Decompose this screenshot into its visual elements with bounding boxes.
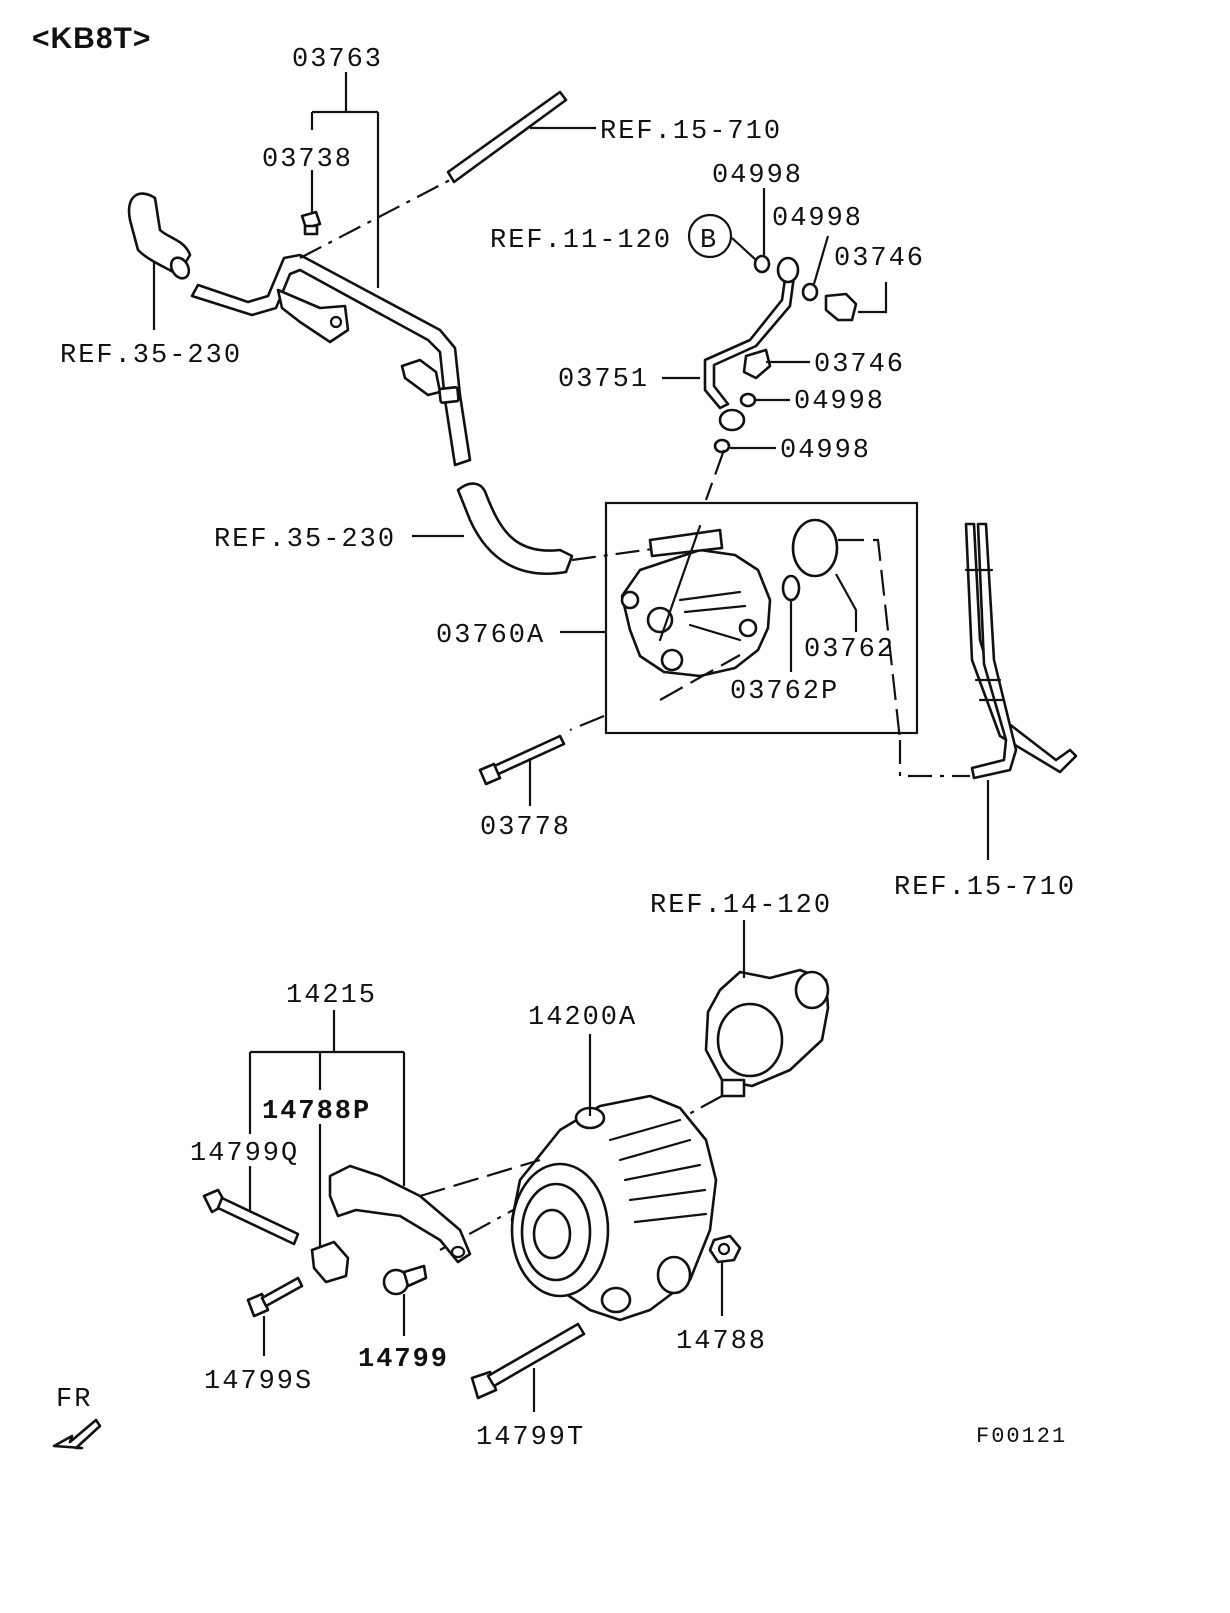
gasket-03762 [791,518,839,578]
bolt-14799t [470,1322,586,1400]
water-pipe-assembly [127,90,568,467]
block-nut [310,1240,350,1284]
bypass-pipe-03763 [190,253,472,467]
label-14799: 14799 [358,1345,449,1375]
o-ring-03762p [781,574,801,602]
callout-b-label: B [700,226,718,256]
pipe-tab [400,358,442,397]
label-04998-c: 04998 [794,387,885,417]
label-03762p: 03762P [730,677,839,707]
label-ref-11-120: REF.11-120 [490,226,672,256]
bolt-14799 [382,1264,428,1296]
label-03738: 03738 [262,145,353,175]
eye-fitting-bottom [718,408,746,432]
figure-id: F00121 [976,1424,1067,1449]
eye-fitting-top [776,256,800,284]
bolt-14799q [202,1188,300,1246]
label-fr: FR [56,1385,92,1415]
nut-14788 [708,1234,742,1264]
water-pump-box [604,501,919,735]
label-ref-14-120: REF.14-120 [650,891,832,921]
bolt-03778 [478,734,566,786]
label-ref-35-230-mid: REF.35-230 [214,525,396,555]
pipe-bracket [276,288,350,344]
thermostat-housing [704,968,830,1098]
label-04998-a: 04998 [712,161,803,191]
label-04998-d: 04998 [780,436,871,466]
bolt-14799s [246,1276,304,1318]
label-14799t: 14799T [476,1423,585,1453]
heater-hoses-right [964,522,1078,780]
radiator-hose-left [127,192,192,277]
label-14200a: 14200A [528,1003,637,1033]
label-03778: 03778 [480,813,571,843]
heater-hose-top [446,90,568,184]
brace-14788p [328,1164,472,1264]
label-03763: 03763 [292,45,383,75]
label-ref-15-710-top: REF.15-710 [600,117,782,147]
hose-end [169,256,191,280]
label-ref-15-710-right: REF.15-710 [894,873,1076,903]
part-labels: 03763 03738 REF.15-710 04998 04998 REF.1… [56,45,1076,1453]
label-03751: 03751 [558,365,649,395]
alternator-14200a [510,1094,718,1322]
radiator-hose-mid [456,482,574,576]
callout-b-circle [687,213,733,259]
label-14788: 14788 [676,1327,767,1357]
washer-04998-b [801,282,819,302]
tube-03751 [703,270,796,410]
leader-lines [152,72,990,1412]
eye-bolt-03746-a [824,292,858,322]
label-03746-a: 03746 [834,244,925,274]
label-03746-b: 03746 [814,350,905,380]
bracket-hole [329,315,343,329]
label-14215: 14215 [286,981,377,1011]
oil-tube-assembly [703,254,858,501]
washer-04998-d [713,438,731,454]
label-04998-b: 04998 [772,204,863,234]
label-03760a: 03760A [436,621,545,651]
washer-04998-c [739,392,757,408]
front-arrow-icon [52,1418,102,1450]
pipe-collar [438,385,460,405]
eye-bolt-03746-b [742,348,772,380]
diagram-code: <KB8T> [32,22,151,55]
water-pump-03760a [620,524,772,678]
housing-boss [720,1078,746,1098]
label-ref-35-230-left: REF.35-230 [60,341,242,371]
label-14799s: 14799S [204,1367,313,1397]
bolt-03738 [300,210,322,230]
label-03762: 03762 [804,635,895,665]
label-14788p: 14788P [262,1097,371,1127]
bolt-03738-shank [303,224,319,236]
washer-04998-a [753,254,771,274]
label-14799q: 14799Q [190,1139,299,1169]
